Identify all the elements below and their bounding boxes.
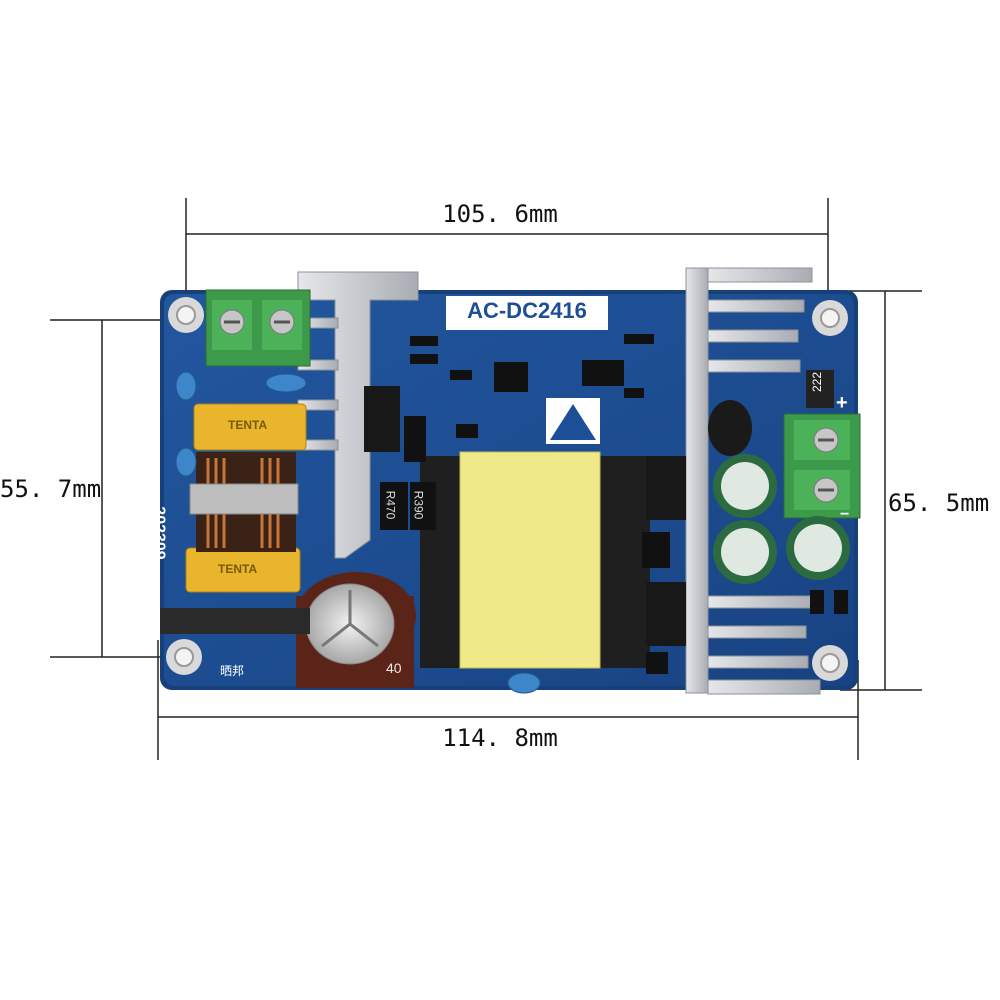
esd-warning-symbol (546, 398, 600, 444)
transformer (420, 451, 650, 669)
resistor-r470-label: R470 (383, 490, 398, 520)
mosfets (364, 386, 686, 646)
relay-brand-label-1: TENTA (228, 418, 268, 432)
right-heatsink (685, 267, 821, 695)
capacitor-code-label: 222 (810, 371, 825, 393)
maker-mark-label: 晒邦 (220, 664, 245, 678)
output-capacitors (708, 400, 850, 584)
board-model-label: AC-DC2416 (467, 298, 587, 323)
relay-brand-label-2: TENTA (218, 562, 258, 576)
minus-marking: − (840, 506, 850, 523)
common-mode-choke (189, 452, 299, 552)
disc-capacitors (175, 371, 541, 694)
bulk-capacitor (160, 572, 416, 688)
dimension-top-label: 105. 6mm (442, 200, 558, 228)
input-terminal-block (205, 289, 311, 367)
dimension-bottom-label: 114. 8mm (442, 724, 558, 752)
smd-components (380, 334, 848, 674)
model-label-box (446, 296, 608, 330)
plus-marking: + (836, 392, 848, 414)
resistor-r390-label: R390 (411, 490, 426, 520)
safety-capacitors (185, 403, 307, 593)
mounting-holes (166, 297, 848, 681)
dimension-right-label: 65. 5mm (888, 489, 990, 517)
date-code-label: 202309 (150, 506, 168, 560)
dimension-left-label: 55. 7mm (0, 475, 102, 503)
bulk-capacitor-text: 40 (386, 660, 402, 676)
dimension-lines (50, 198, 922, 760)
output-terminal-block (783, 413, 861, 519)
